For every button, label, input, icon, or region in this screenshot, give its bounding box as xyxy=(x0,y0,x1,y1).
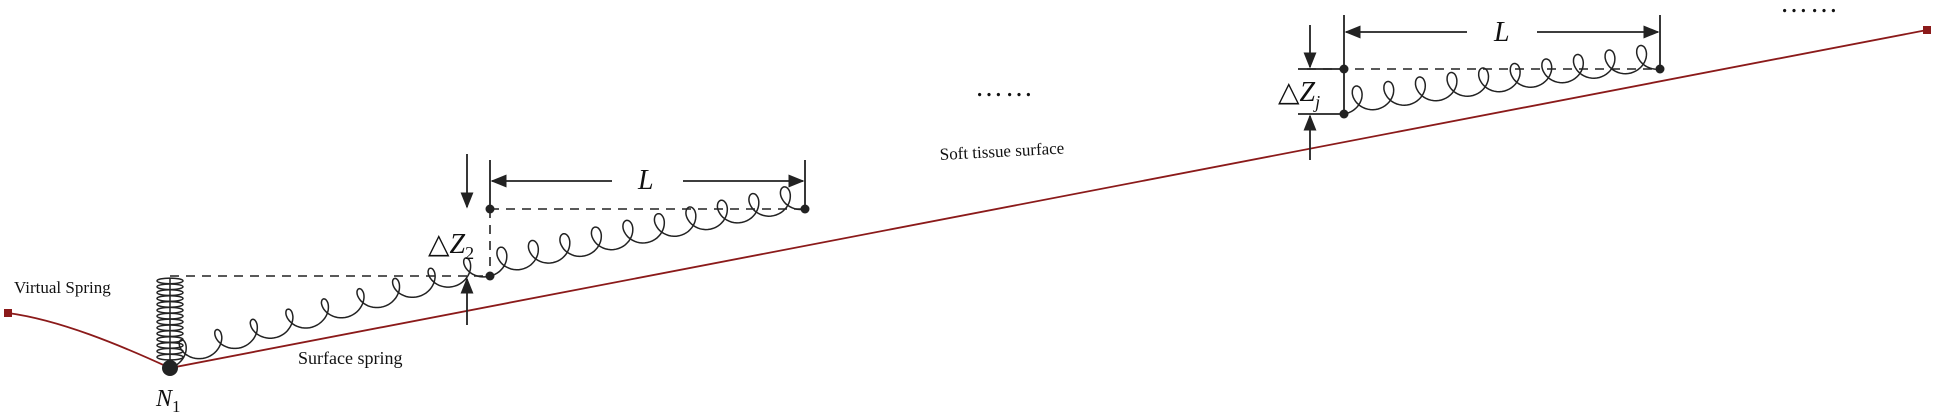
ellipsis-right: …… xyxy=(1780,0,1840,19)
surface-end-node xyxy=(1923,26,1931,34)
soft-tissue-surface-label: Soft tissue surface xyxy=(939,138,1064,163)
surface-spring-segment-2 xyxy=(489,186,806,277)
node-nj-bottom xyxy=(1339,109,1349,119)
surface-spring-segment-3 xyxy=(1343,44,1661,115)
node-nj-end xyxy=(1655,64,1665,74)
node-n1-letter: N xyxy=(155,386,174,412)
length-label-2: L xyxy=(1493,17,1510,48)
length-label-1: L xyxy=(637,165,654,196)
delta-zj-subscript: j xyxy=(1313,92,1320,112)
delta-zj-prefix: △Z xyxy=(1278,77,1316,108)
node-n1 xyxy=(162,360,178,376)
delta-z2-label: △Z2 xyxy=(428,229,474,263)
delta-zj-label: △Zj xyxy=(1278,77,1320,112)
virtual-spring-label: Virtual Spring xyxy=(14,278,111,297)
surface-start-node xyxy=(4,309,12,317)
spring-coil-path xyxy=(1343,44,1661,115)
surface-spring-label: Surface spring xyxy=(298,348,402,368)
surface-spring-segment-1 xyxy=(169,257,491,369)
soft-tissue-surface-line xyxy=(7,29,1928,369)
node-n2-bottom xyxy=(485,271,495,281)
virtual-spring-coil xyxy=(156,277,184,368)
spring-coil-path xyxy=(169,257,491,369)
node-n1-label: N1 xyxy=(155,386,181,415)
node-n1-subscript: 1 xyxy=(172,397,181,415)
delta-z2-prefix: △Z xyxy=(428,229,466,260)
node-n2-end xyxy=(800,204,810,214)
node-nj-top xyxy=(1339,64,1349,74)
ellipsis-middle: …… xyxy=(975,72,1035,103)
spring-coil-path xyxy=(489,186,806,277)
delta-z2-subscript: 2 xyxy=(465,243,474,263)
node-n2-top xyxy=(485,204,495,214)
